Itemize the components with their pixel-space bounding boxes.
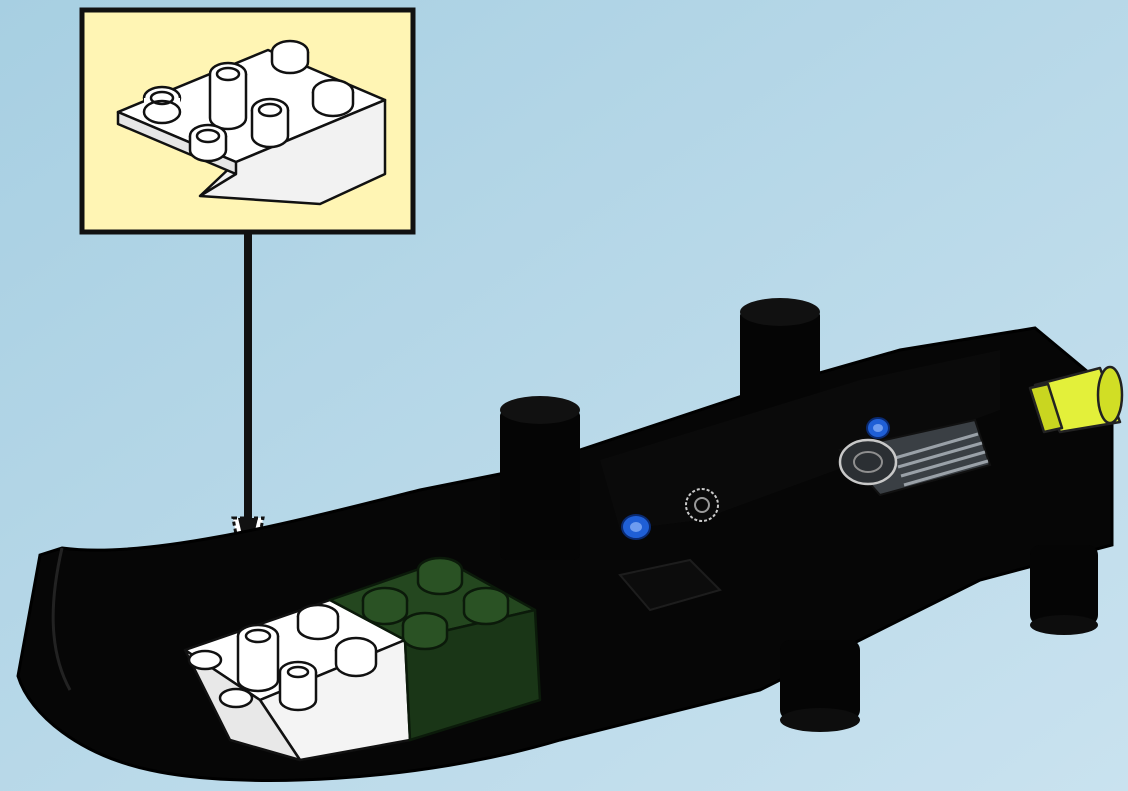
chassis-leg-front [780, 640, 860, 720]
callout-part-white-inverted-slope [116, 39, 387, 206]
chassis-leg-rear [1030, 545, 1098, 625]
blue-pin-right [866, 417, 890, 439]
placed-dark-green-brick [328, 556, 542, 742]
blue-pin-middle [621, 514, 651, 540]
yellow-exhaust-cone [1028, 365, 1124, 434]
gray-grille-part [838, 418, 992, 497]
gray-bushing [685, 488, 719, 522]
callout-studs [142, 39, 355, 163]
part-callout-box [79, 7, 416, 235]
